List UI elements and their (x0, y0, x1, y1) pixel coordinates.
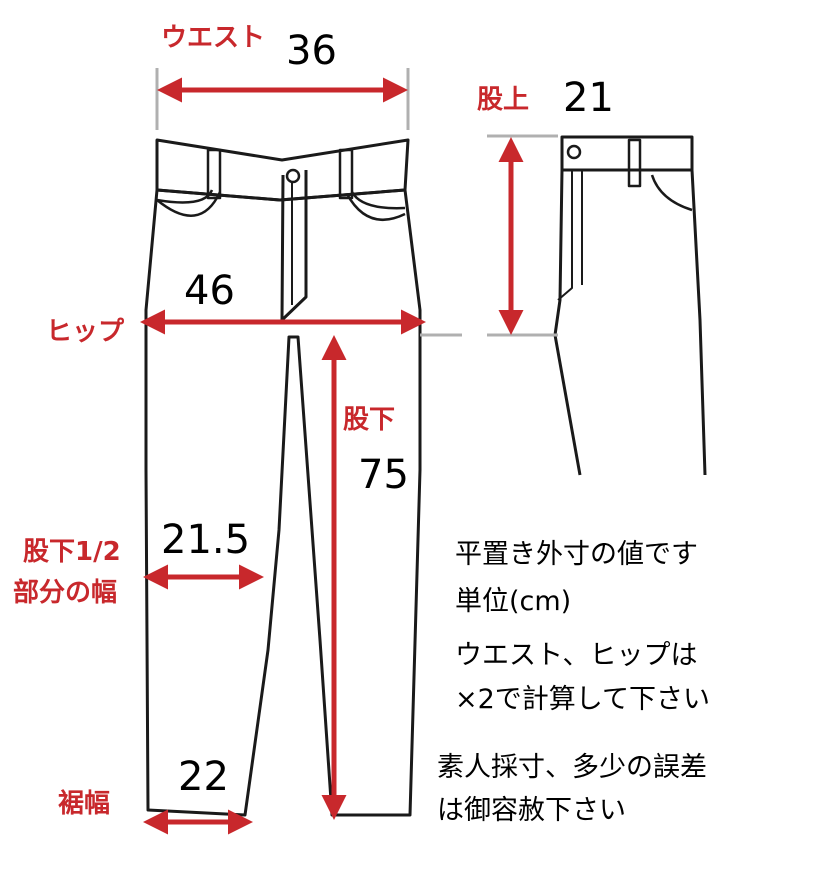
hip-label: ヒップ (46, 317, 125, 347)
note-line-4: ×2で計算して下さい (455, 684, 710, 715)
waist-value: 36 (286, 28, 337, 74)
inseam-value: 75 (358, 452, 409, 498)
note-line-1: 平置き外寸の値です (455, 539, 698, 570)
inseam-label: 股下 (343, 405, 395, 435)
note-line-6: は御容赦下さい (437, 795, 626, 826)
button-icon (285, 168, 301, 184)
thigh-value: 21.5 (161, 517, 250, 563)
rise-label: 股上 (477, 85, 529, 115)
note-line-2: 単位(cm) (455, 586, 572, 617)
rise-value: 21 (563, 75, 614, 121)
thigh-label-line2: 部分の幅 (13, 578, 117, 608)
waist-label: ウエスト (161, 23, 265, 53)
pants-side-outline (553, 135, 707, 476)
hem-value: 22 (178, 754, 229, 800)
hem-label: 裾幅 (58, 789, 110, 819)
hip-value: 46 (184, 268, 235, 314)
thigh-label-line1: 股下1/2 (23, 537, 121, 567)
side-button-icon (566, 144, 582, 160)
note-line-3: ウエスト、ヒップは (455, 640, 698, 671)
note-line-5: 素人採寸、多少の誤差 (437, 752, 707, 783)
